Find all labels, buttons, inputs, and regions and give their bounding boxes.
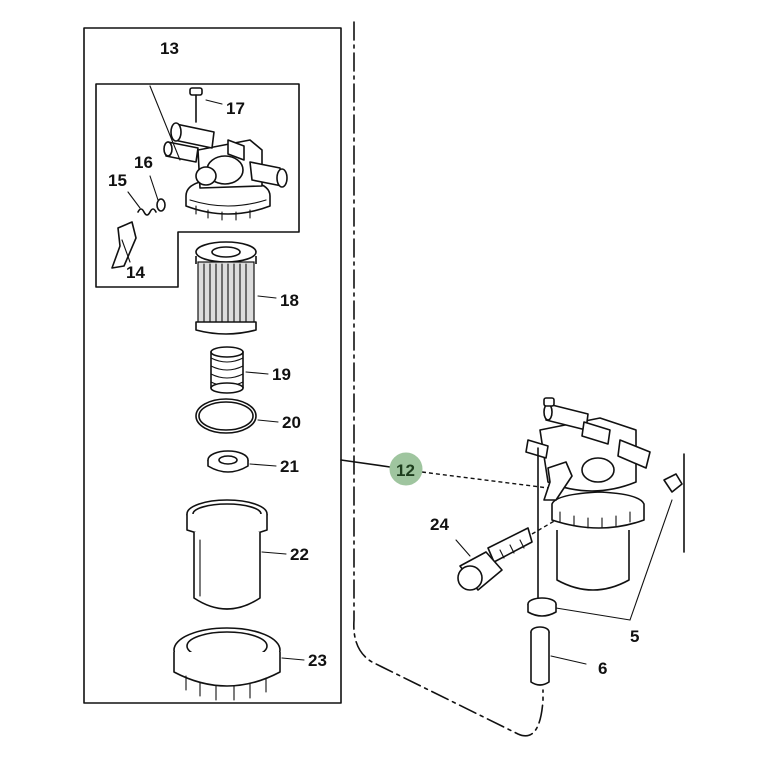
label-24: 24 xyxy=(430,515,449,534)
label-17: 17 xyxy=(226,99,245,118)
leader-12-left xyxy=(340,459,391,468)
label-20: 20 xyxy=(282,413,301,432)
label-19: 19 xyxy=(272,365,291,384)
label-23: 23 xyxy=(308,651,327,670)
label-6: 6 xyxy=(598,659,607,678)
label-18: 18 xyxy=(280,291,299,310)
hose-part-6 xyxy=(530,626,587,686)
label-21: 21 xyxy=(280,457,299,476)
filter-head-part-13 xyxy=(149,85,288,221)
clamp-part-5 xyxy=(527,499,673,621)
retaining-ring-part-23 xyxy=(173,627,305,701)
bolt-part-24 xyxy=(455,519,557,591)
label-12: 12 xyxy=(396,461,415,480)
label-16: 16 xyxy=(134,153,153,172)
o-ring-part-16 xyxy=(149,175,166,212)
exploded-view-frame xyxy=(83,27,342,704)
leader-12-right xyxy=(421,471,549,489)
o-ring-part-20 xyxy=(195,398,279,434)
label-15: 15 xyxy=(108,171,127,190)
separator-line xyxy=(353,21,544,737)
label-14: 14 xyxy=(126,263,145,282)
label-22: 22 xyxy=(290,545,309,564)
label-5: 5 xyxy=(630,627,639,646)
filter-head-inset-frame xyxy=(95,83,300,288)
seal-part-21 xyxy=(207,450,277,473)
spring-part-19 xyxy=(210,346,269,394)
spring-part-15 xyxy=(127,191,157,216)
screw-part-17 xyxy=(189,87,223,123)
bowl-part-22 xyxy=(186,499,287,610)
lever-part-14 xyxy=(111,221,137,269)
assembled-fuel-filter xyxy=(525,397,685,599)
callout-circle-12 xyxy=(389,452,423,486)
filter-element-part-18 xyxy=(195,241,277,335)
label-13: 13 xyxy=(160,39,179,58)
